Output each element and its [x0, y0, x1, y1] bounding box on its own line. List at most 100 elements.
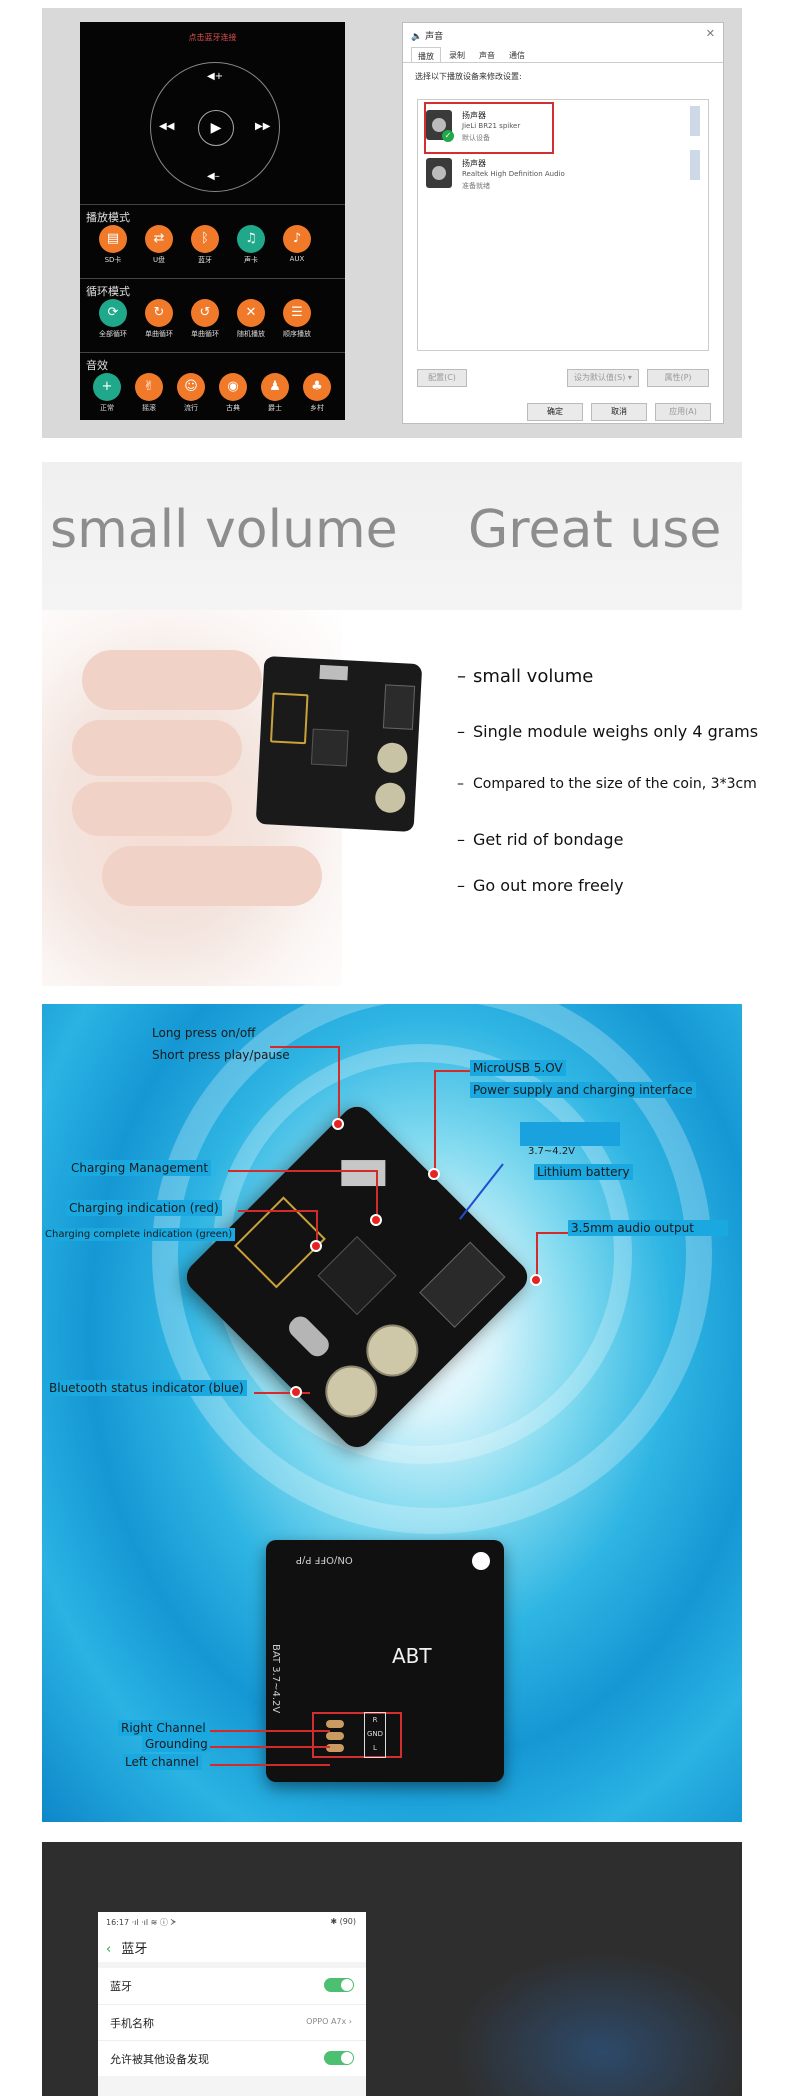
eq-country-button[interactable]: ♣乡村: [298, 373, 336, 413]
bluetooth-connect-title[interactable]: 点击蓝牙连接: [188, 33, 237, 42]
close-icon[interactable]: ✕: [705, 27, 715, 40]
tab-recording[interactable]: 录制: [449, 51, 465, 60]
eq-row: +正常 ✌摇滚 ☺流行 ◉古典 ♟ 爵士 ♣乡村: [88, 373, 336, 413]
device-item-realtek[interactable]: 扬声器 Realtek High Definition Audio 准备就绪: [422, 152, 682, 198]
eq-rock-button[interactable]: ✌摇滚: [130, 373, 168, 413]
eq-caption: 爵士: [268, 404, 282, 412]
tab-playback[interactable]: 播放: [411, 47, 441, 62]
device-level-bar: [690, 106, 700, 136]
bullet-text: small volume: [473, 666, 594, 687]
loop-all-button[interactable]: ⟳全部循环: [94, 299, 132, 339]
pad-right: [326, 1720, 344, 1728]
finger: [82, 650, 262, 710]
label-grounding: Grounding: [142, 1736, 211, 1752]
volume-down-button[interactable]: ◀–: [207, 171, 220, 182]
tab-communications[interactable]: 通信: [509, 51, 525, 60]
leader-line: [270, 1046, 340, 1048]
label-lithium: Lithium battery: [534, 1164, 633, 1180]
loop-mode-row: ⟳全部循环 ↻单曲循环 ↺单曲循环 ✕随机播放 ☰顺序播放: [94, 299, 316, 339]
jazz-icon: ♟: [261, 373, 289, 401]
volume-up-button[interactable]: ◀+: [207, 71, 224, 82]
repeat-icon: ↺: [191, 299, 219, 327]
bluetooth-settings-panel: 16:17 ·ıl ·ıl ≋ ⓘ ᗆ ✱ (90) ‹ 蓝牙 蓝牙 手机名称 …: [42, 1842, 742, 2096]
loop-mode-label: 循环模式: [86, 285, 130, 298]
marker-charging-led: [310, 1240, 322, 1252]
mode-aux-button[interactable]: ♪AUX: [278, 225, 316, 265]
classical-icon: ◉: [219, 373, 247, 401]
bullet-item: –Get rid of bondage: [457, 830, 624, 849]
eq-jazz-button[interactable]: ♟ 爵士: [256, 373, 294, 413]
main-chip: [310, 728, 349, 767]
default-check-icon: ✓: [442, 130, 454, 142]
size-section: –small volume –Single module weighs only…: [42, 610, 758, 986]
previous-track-button[interactable]: ◀◀: [159, 121, 175, 132]
status-time: 16:17: [106, 1918, 130, 1927]
capacitor: [376, 742, 409, 774]
leader-line: [238, 1210, 318, 1212]
loop-mode-section: 循环模式 ⟳全部循环 ↻单曲循环 ↺单曲循环 ✕随机播放 ☰顺序播放: [80, 278, 345, 350]
aux-icon: ♪: [283, 225, 311, 253]
device-name-row[interactable]: 手机名称 OPPO A7x ›: [98, 2004, 366, 2040]
label-left-channel: Left channel: [122, 1754, 202, 1770]
bullet-text: Get rid of bondage: [473, 830, 624, 849]
bluetooth-icon: ᛒ: [191, 225, 219, 253]
mode-caption: U盘: [152, 256, 166, 264]
properties-button[interactable]: 属性(P): [647, 369, 709, 387]
pop-icon: ☺: [177, 373, 205, 401]
device-status: 准备就绪: [462, 182, 490, 190]
back-chevron-icon[interactable]: ‹: [106, 1942, 112, 1957]
loop-caption: 单曲循环: [145, 330, 173, 338]
mode-usb-button[interactable]: ⇄U盘: [140, 225, 178, 265]
eq-pop-button[interactable]: ☺流行: [172, 373, 210, 413]
next-track-button[interactable]: ▶▶: [255, 121, 271, 132]
play-button[interactable]: ▶: [198, 110, 234, 146]
bullet-text: Go out more freely: [473, 876, 624, 895]
bluetooth-toggle[interactable]: [324, 1978, 354, 1992]
mode-sd-button[interactable]: ▤SD卡: [94, 225, 132, 265]
label-highlight: [520, 1122, 620, 1146]
discoverable-row[interactable]: 允许被其他设备发现: [98, 2040, 366, 2076]
eq-normal-button[interactable]: +正常: [88, 373, 126, 413]
finger: [72, 782, 232, 836]
device-name: 扬声器: [462, 111, 486, 120]
mounting-hole: [472, 1552, 490, 1570]
cancel-button[interactable]: 取消: [591, 403, 647, 421]
dialog-titlebar: 🔈 声音 ✕: [403, 23, 723, 47]
discoverable-toggle[interactable]: [324, 2051, 354, 2065]
eq-caption: 乡村: [310, 404, 324, 412]
ok-button[interactable]: 确定: [527, 403, 583, 421]
bullet-item: –Single module weighs only 4 grams: [457, 722, 759, 741]
leader-line: [210, 1746, 330, 1748]
loop-single-button[interactable]: ↻单曲循环: [140, 299, 178, 339]
bluetooth-toggle-row[interactable]: 蓝牙: [98, 1968, 366, 2004]
size-heading-banner: small volume Great use: [42, 462, 742, 610]
set-default-button[interactable]: 设为默认值(S) ▾: [567, 369, 639, 387]
thumb: [102, 846, 322, 906]
mode-soundcard-button[interactable]: ♫声卡: [232, 225, 270, 265]
loop-single2-button[interactable]: ↺单曲循环: [186, 299, 224, 339]
tab-sounds[interactable]: 声音: [479, 51, 495, 60]
pad-label: R: [372, 1716, 378, 1724]
device-status: 默认设备: [462, 134, 490, 142]
rock-hand-icon: ✌: [135, 373, 163, 401]
status-signal: ·ıl ·ıl ≋ ⓘ ᗆ: [131, 1918, 177, 1927]
settings-header: ‹ 蓝牙: [98, 1932, 366, 1962]
device-level-bar: [690, 150, 700, 180]
loop-random-button[interactable]: ✕随机播放: [232, 299, 270, 339]
device-model: Realtek High Definition Audio: [462, 170, 565, 178]
marker-button: [332, 1118, 344, 1130]
sd-card-icon: ▤: [99, 225, 127, 253]
eq-classical-button[interactable]: ◉古典: [214, 373, 252, 413]
bullet-text: Compared to the size of the coin, 3*3cm: [473, 776, 757, 792]
device-item-jieli[interactable]: ✓ 扬声器 JieLi BR21 spiker 默认设备: [422, 104, 682, 150]
apply-button[interactable]: 应用(A): [655, 403, 711, 421]
leader-line: [434, 1070, 436, 1172]
loop-order-button[interactable]: ☰顺序播放: [278, 299, 316, 339]
brand-silkscreen: ABT: [392, 1644, 432, 1668]
label-long-press: Long press on/off: [152, 1026, 256, 1040]
marker-usb: [428, 1168, 440, 1180]
configure-button[interactable]: 配置(C): [417, 369, 467, 387]
